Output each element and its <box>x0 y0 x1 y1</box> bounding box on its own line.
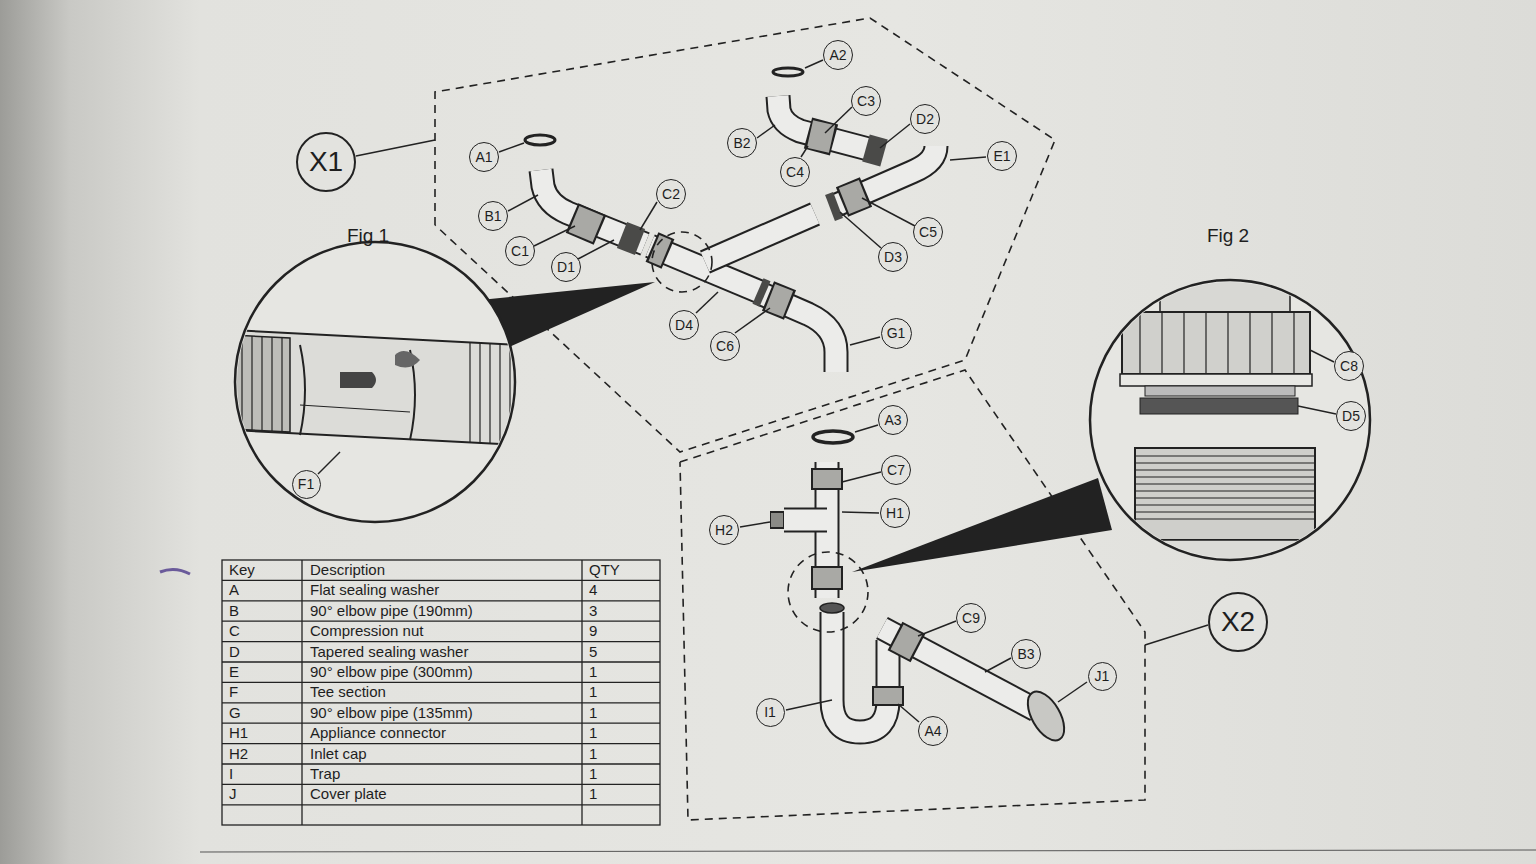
table-cell: 9 <box>589 621 597 641</box>
callout-number: C2 <box>662 187 680 201</box>
callout-number: C4 <box>786 165 804 179</box>
table-cell: Appliance connector <box>310 723 446 743</box>
callout-circle: B2 <box>727 128 757 158</box>
callout-number: G1 <box>887 326 906 340</box>
callout-number: C8 <box>1340 359 1358 373</box>
callout-circle: B1 <box>478 201 508 231</box>
callout-number: H1 <box>886 506 904 520</box>
callout-circle: C5 <box>913 217 943 247</box>
callout-number: C9 <box>962 611 980 625</box>
callout-number: A3 <box>884 413 901 427</box>
callout-circle: C6 <box>710 331 740 361</box>
assembly-callout: X1 <box>296 132 356 192</box>
callout-number: D3 <box>884 250 902 264</box>
callout-circle: G1 <box>881 318 912 349</box>
callout-circle: D4 <box>669 310 699 340</box>
table-cell: 1 <box>589 784 597 804</box>
table-cell: B <box>229 601 239 621</box>
callout-circle: C1 <box>505 236 535 266</box>
table-cell: 1 <box>589 744 597 764</box>
callout-number: C5 <box>919 225 937 239</box>
table-header: Key <box>229 560 255 580</box>
table-cell: H2 <box>229 744 248 764</box>
table-cell: 90° elbow pipe (300mm) <box>310 662 473 682</box>
table-cell: 90° elbow pipe (190mm) <box>310 601 473 621</box>
table-cell: Cover plate <box>310 784 387 804</box>
figure-label: Fig 2 <box>1207 225 1249 247</box>
callout-circle: C9 <box>956 603 986 633</box>
table-cell: Tapered sealing washer <box>310 642 468 662</box>
table-cell: 1 <box>589 764 597 784</box>
table-cell: E <box>229 662 239 682</box>
callout-circle: C4 <box>780 157 810 187</box>
callout-circle: F1 <box>292 470 321 499</box>
table-cell: C <box>229 621 240 641</box>
table-cell: 1 <box>589 723 597 743</box>
callout-number: E1 <box>993 149 1010 163</box>
callout-number: D4 <box>675 318 693 332</box>
callout-number: D2 <box>916 112 934 126</box>
callout-number: I1 <box>764 705 776 719</box>
callout-circle: I1 <box>756 698 785 727</box>
callout-number: H2 <box>715 523 733 537</box>
callout-circle: D5 <box>1336 401 1366 431</box>
callout-number: C3 <box>857 94 875 108</box>
callout-circle: A1 <box>469 142 499 172</box>
callout-number: X1 <box>309 148 343 176</box>
table-cell: J <box>229 784 237 804</box>
table-cell: I <box>229 764 233 784</box>
callout-circle: C7 <box>881 455 911 485</box>
table-cell: 3 <box>589 601 597 621</box>
callout-number: F1 <box>298 477 314 491</box>
callout-circle: C3 <box>851 86 881 116</box>
callout-circle: B3 <box>1011 639 1041 669</box>
callout-circle: H2 <box>709 515 739 545</box>
table-cell: 5 <box>589 642 597 662</box>
callout-circle: D2 <box>910 104 940 134</box>
callout-number: B2 <box>733 136 750 150</box>
table-cell: Inlet cap <box>310 744 367 764</box>
table-cell: 4 <box>589 580 597 600</box>
callout-number: C1 <box>511 244 529 258</box>
callout-circle: A2 <box>823 40 853 70</box>
assembly-callout: X2 <box>1208 592 1268 652</box>
table-cell: Flat sealing washer <box>310 580 439 600</box>
table-cell: A <box>229 580 239 600</box>
callout-number: D1 <box>557 260 575 274</box>
callout-circle: A4 <box>918 716 948 746</box>
table-cell: Trap <box>310 764 340 784</box>
callout-number: C7 <box>887 463 905 477</box>
table-cell: 1 <box>589 662 597 682</box>
callout-number: A2 <box>829 48 846 62</box>
callout-circle: A3 <box>878 405 908 435</box>
callout-circle: J1 <box>1088 662 1117 691</box>
table-cell: 1 <box>589 682 597 702</box>
callout-number: X2 <box>1221 608 1255 636</box>
table-cell: 1 <box>589 703 597 723</box>
figure-label: Fig 1 <box>347 225 389 247</box>
table-header: Description <box>310 560 385 580</box>
callout-number: B1 <box>484 209 501 223</box>
callout-number: C6 <box>716 339 734 353</box>
table-cell: Compression nut <box>310 621 423 641</box>
table-cell: F <box>229 682 238 702</box>
callout-circle: D3 <box>878 242 908 272</box>
table-cell: G <box>229 703 241 723</box>
callout-circle: D1 <box>551 252 581 282</box>
callout-circle: E1 <box>987 141 1017 171</box>
callout-number: J1 <box>1095 669 1110 683</box>
table-cell: 90° elbow pipe (135mm) <box>310 703 473 723</box>
callout-number: A4 <box>924 724 941 738</box>
callout-circle: C2 <box>656 179 686 209</box>
table-cell: Tee section <box>310 682 386 702</box>
callout-number: D5 <box>1342 409 1360 423</box>
callout-circle: C8 <box>1334 351 1364 381</box>
callout-circle: H1 <box>880 498 910 528</box>
table-header: QTY <box>589 560 620 580</box>
table-cell: D <box>229 642 240 662</box>
callout-number: A1 <box>475 150 492 164</box>
callout-number: B3 <box>1017 647 1034 661</box>
table-cell: H1 <box>229 723 248 743</box>
